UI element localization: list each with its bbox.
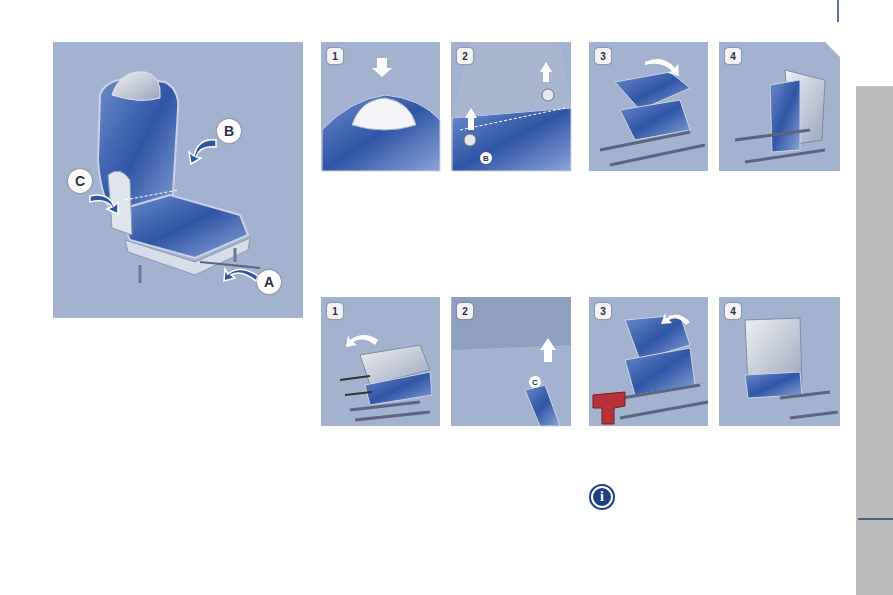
image-panel <box>589 297 708 426</box>
step-drawings <box>322 42 825 171</box>
image-panel <box>451 297 571 426</box>
callout-letter: A <box>257 270 281 294</box>
image-panel <box>719 42 840 171</box>
image-panel <box>321 297 440 426</box>
step-number: 1 <box>327 48 343 64</box>
image-panel <box>719 297 840 426</box>
callout-letter: B <box>217 119 241 143</box>
step-number: 3 <box>595 48 611 64</box>
info-icon: i <box>591 486 613 508</box>
page-rule <box>858 518 893 520</box>
step-number: 3 <box>595 303 611 319</box>
page-rule <box>837 0 839 22</box>
image-panel <box>451 42 571 171</box>
sidebar-tab <box>856 86 893 595</box>
image-panel <box>53 42 303 318</box>
step-number: 2 <box>457 48 473 64</box>
image-panel <box>321 42 440 171</box>
callout-letter: C <box>68 169 92 193</box>
step-number: 2 <box>457 303 473 319</box>
step-number: 4 <box>725 303 741 319</box>
callout-letter: C <box>529 376 541 388</box>
step-drawings <box>340 297 838 426</box>
callout-letter: B <box>480 152 492 164</box>
step-number: 4 <box>725 48 741 64</box>
seat-drawing <box>90 72 260 283</box>
image-panel <box>589 42 708 171</box>
step-number: 1 <box>327 303 343 319</box>
